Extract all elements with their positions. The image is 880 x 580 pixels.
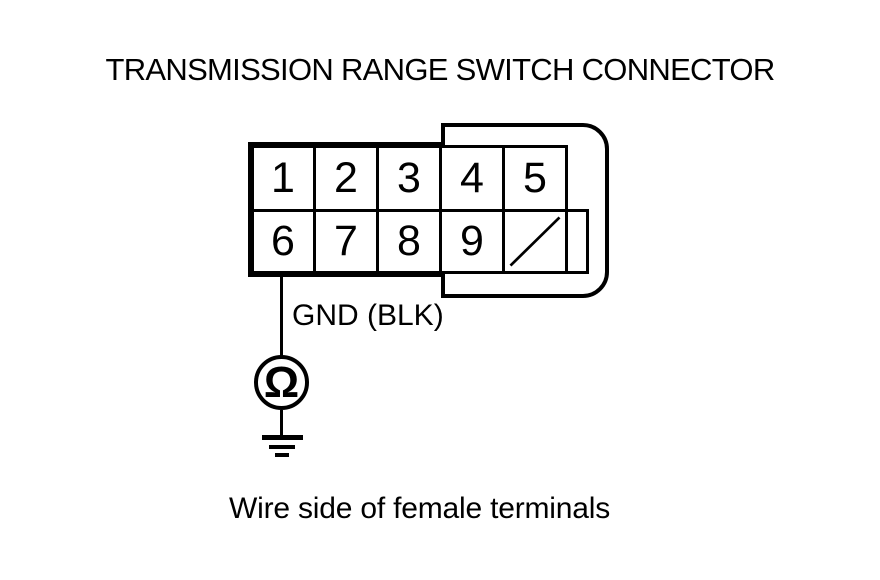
omega-icon: Ω (263, 357, 300, 407)
terminal-cell-8: 8 (376, 209, 442, 274)
ground-icon-bar-long (262, 435, 303, 440)
ohmmeter-symbol: Ω (254, 355, 309, 410)
terminal-cell-2: 2 (313, 145, 379, 212)
spare-cell (565, 209, 589, 274)
terminal-cell-4: 4 (439, 145, 505, 212)
terminal-number: 2 (334, 154, 358, 202)
terminal-cell-1: 1 (250, 145, 316, 212)
gnd-wire-label: GND (BLK) (292, 299, 444, 332)
terminal-cell-5: 5 (502, 145, 568, 212)
terminal-cell-6: 6 (250, 209, 316, 274)
terminal-number: 9 (460, 217, 484, 265)
page-title: TRANSMISSION RANGE SWITCH CONNECTOR (105, 52, 775, 87)
grid-border-left (248, 142, 254, 277)
meter-ground-wire (280, 410, 283, 437)
terminal-number: 3 (397, 154, 421, 202)
ground-icon-bar-short (275, 453, 289, 457)
grid-border-top (248, 142, 445, 148)
terminal-number: 1 (271, 154, 295, 202)
ground-icon-bar-mid (269, 445, 295, 449)
terminal-number: 6 (271, 217, 295, 265)
grid-border-bottom (248, 271, 445, 277)
terminal-number: 5 (523, 154, 547, 202)
caption: Wire side of female terminals (229, 492, 610, 525)
terminal-number: 7 (334, 217, 358, 265)
slash-icon (509, 216, 561, 267)
terminal-cell-3: 3 (376, 145, 442, 212)
terminal-number: 4 (460, 154, 484, 202)
empty-terminal-cell (502, 209, 568, 274)
terminal-cell-7: 7 (313, 209, 379, 274)
terminal-number: 8 (397, 217, 421, 265)
terminal-cell-9: 9 (439, 209, 505, 274)
gnd-wire (280, 274, 283, 357)
